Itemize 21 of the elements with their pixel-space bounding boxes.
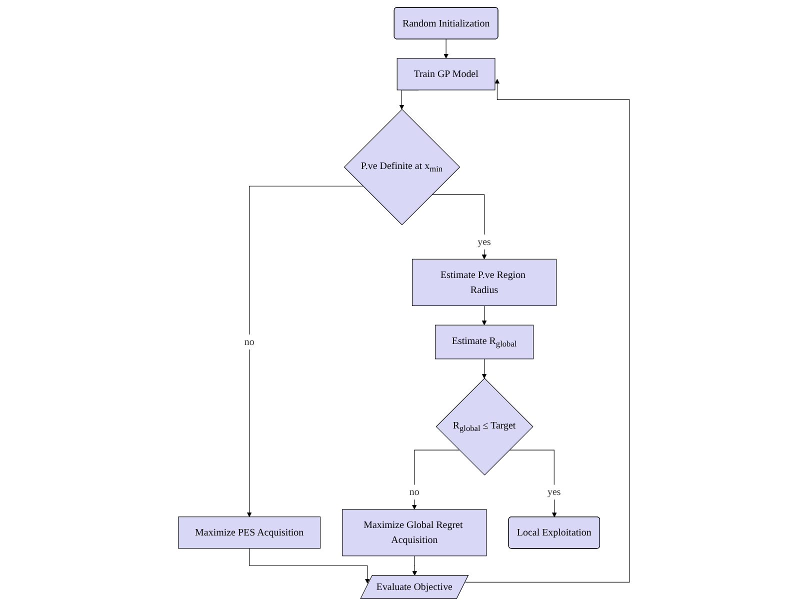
- node-diamond: R$_{global}$ ≤ Target: [436, 378, 534, 476]
- arrow: [246, 186, 364, 518]
- edge-label: yes: [548, 486, 561, 498]
- node-box: Estimate R$_{global}$: [434, 324, 534, 360]
- arrow: [482, 358, 487, 379]
- arrow: [249, 548, 370, 584]
- node-box: Maximize PES Acquisition: [178, 516, 321, 549]
- arrow: [444, 39, 448, 59]
- arrow: [412, 450, 460, 510]
- edge-label: yes: [478, 236, 491, 248]
- edge-label: no: [409, 486, 420, 498]
- arrow: [464, 78, 630, 582]
- node-box: Maximize Global Regret Acquisition: [342, 509, 487, 556]
- arrow: [412, 556, 418, 576]
- edge-label: no: [244, 336, 254, 348]
- arrow: [432, 194, 487, 260]
- arrow: [482, 305, 487, 326]
- node-box: Estimate P.ve Region Radius: [412, 258, 557, 306]
- node-diamond: P.ve Definite at x$_{min}$: [344, 108, 460, 226]
- node-box: Train GP Model: [396, 58, 496, 90]
- arrow: [508, 450, 557, 518]
